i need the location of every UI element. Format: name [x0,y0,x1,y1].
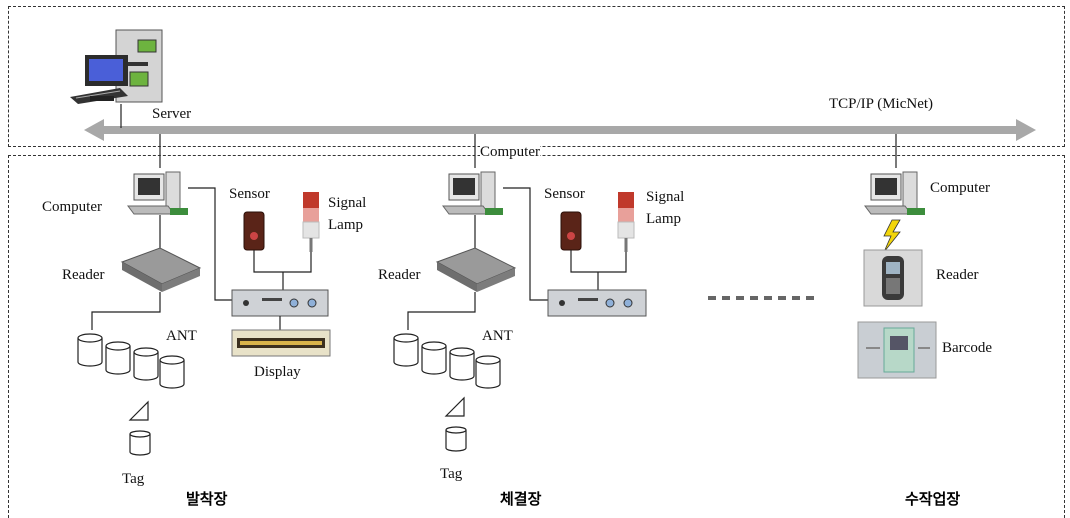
display-icon-1 [232,330,330,356]
tag-icon-1 [130,431,150,455]
reader-label-3: Reader [936,267,978,284]
wireless-icon [884,220,900,252]
reader-icon-1 [122,248,200,292]
protocol-label: TCP/IP (MicNet) [829,96,933,113]
computer-label-3: Computer [930,180,990,197]
antenna-label-1: ANT [166,328,197,345]
signal-lamp-label-2b: Lamp [646,211,681,228]
tag-label-1: Tag [122,471,144,488]
signal-lamp-label-1b: Lamp [328,217,363,234]
controller-icon-1 [232,290,328,316]
sensor-label-1: Sensor [229,186,270,203]
sensor-icon-2 [561,212,581,250]
reader-label-1: Reader [62,267,104,284]
display-label-1: Display [254,364,301,381]
reader-label-2: Reader [378,267,420,284]
antenna-label-2: ANT [482,328,513,345]
computer-label-1: Computer [42,199,102,216]
server-icon [70,30,162,104]
tag-label-2: Tag [440,466,462,483]
barcode-panel-icon [858,322,936,378]
controller-icon-2 [548,290,646,316]
handheld-reader-icon [864,250,922,306]
reader-icon-2 [437,248,515,292]
computer-icon-3 [865,172,925,215]
network-bus [84,119,1036,141]
tag-arrow-icon-1 [130,402,148,420]
zone-label-1: 발착장 [186,488,227,509]
computer-icon-2 [443,172,503,215]
sensor-label-2: Sensor [544,186,585,203]
tag-arrow-icon-2 [446,398,464,416]
signal-lamp-icon-2 [618,192,634,252]
computer-icon-1 [128,172,188,215]
sensor-icon-1 [244,212,264,250]
barcode-label-3: Barcode [942,340,992,357]
signal-lamp-label-2a: Signal [646,189,684,206]
zone-label-2: 체결장 [500,488,541,509]
computer-label-2: Computer [480,144,540,161]
zone-label-3: 수작업장 [905,488,960,509]
signal-lamp-label-1a: Signal [328,195,366,212]
tag-icon-2 [446,427,466,451]
server-label: Server [152,106,191,123]
signal-lamp-icon-1 [303,192,319,252]
